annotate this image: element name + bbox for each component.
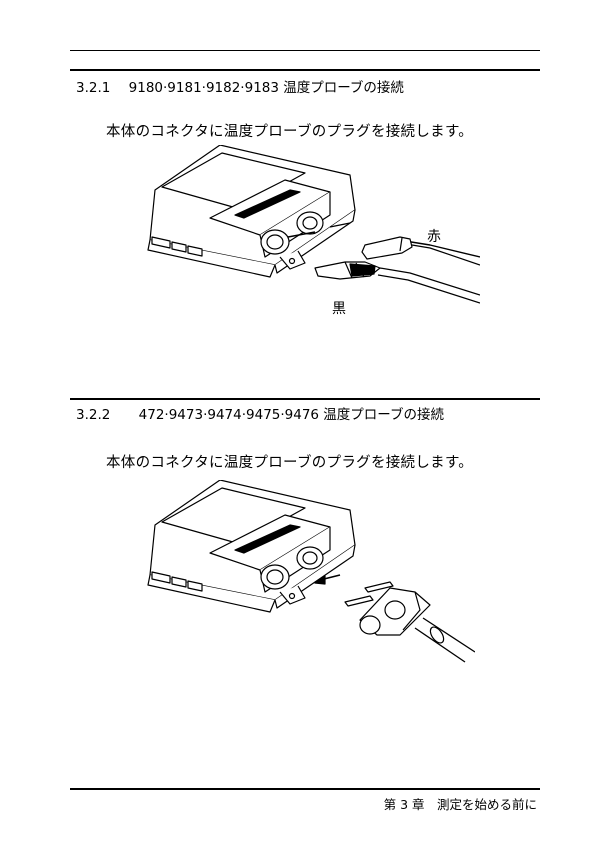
footer-chapter: 第 3 章 測定を始める前に — [384, 794, 537, 813]
section1-number: 3.2.1 — [76, 80, 110, 96]
label-black: 黒 — [332, 298, 346, 318]
section2-top-rule — [70, 398, 540, 400]
footer-rule — [70, 788, 540, 790]
header-rule — [70, 50, 540, 51]
section1-top-rule — [70, 69, 540, 71]
section1-body: 本体のコネクタに温度プローブのプラグを接続します。 — [106, 120, 473, 141]
section2-heading: 3.2.2 472·9473·9474·9475·9476 温度プローブの接続 — [76, 403, 444, 423]
label-red: 赤 — [427, 226, 441, 246]
section2-title: 472·9473·9474·9475·9476 温度プローブの接続 — [139, 403, 444, 423]
section2-body: 本体のコネクタに温度プローブのプラグを接続します。 — [106, 451, 473, 472]
section1-heading: 3.2.1 9180·9181·9182·9183 温度プローブの接続 — [76, 76, 404, 96]
section2-number: 3.2.2 — [76, 407, 110, 423]
section1-title: 9180·9181·9182·9183 温度プローブの接続 — [129, 76, 404, 96]
figure2-plug-connection — [145, 480, 475, 665]
